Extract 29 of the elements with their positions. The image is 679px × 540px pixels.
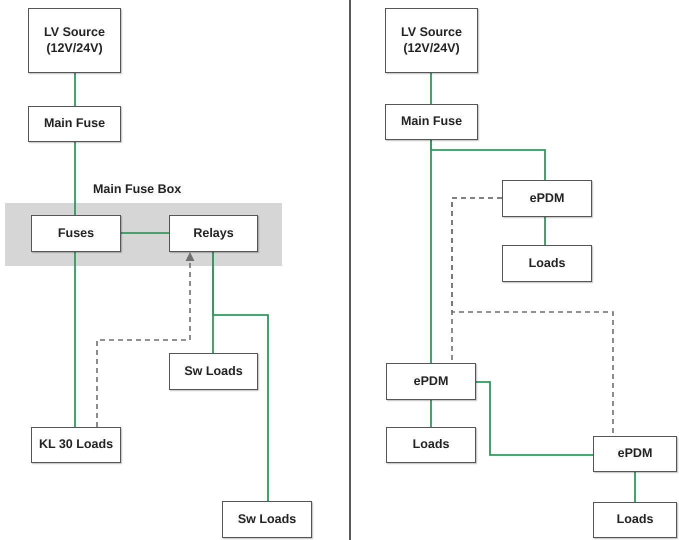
component-box: Loads (502, 245, 592, 282)
connector (430, 140, 546, 180)
component-box: ePDM (502, 180, 592, 217)
connector (74, 252, 76, 427)
component-box: Fuses (31, 215, 121, 252)
connector (634, 472, 636, 502)
connector (74, 73, 76, 106)
component-box: Sw Loads (222, 501, 312, 538)
dashed-connector (96, 252, 194, 427)
group-heading: Main Fuse Box (93, 182, 182, 196)
dashed-connector (451, 197, 614, 436)
component-box: Loads (386, 427, 476, 463)
component-box: KL 30 Loads (31, 427, 121, 463)
component-box: ePDM (386, 363, 476, 400)
component-box: Relays (169, 215, 258, 252)
component-box: LV Source (12V/24V) (28, 8, 121, 73)
connector (121, 232, 169, 234)
component-box: ePDM (593, 436, 677, 472)
connector (430, 400, 432, 427)
component-box: LV Source (12V/24V) (385, 8, 478, 73)
component-box: Loads (593, 502, 677, 538)
connector (544, 217, 546, 245)
component-box: Sw Loads (169, 353, 258, 390)
connector (430, 73, 432, 104)
component-box: Main Fuse (28, 106, 121, 142)
connector (212, 252, 269, 501)
connector (476, 381, 593, 456)
component-box: Main Fuse (385, 104, 478, 140)
connector (74, 142, 76, 215)
